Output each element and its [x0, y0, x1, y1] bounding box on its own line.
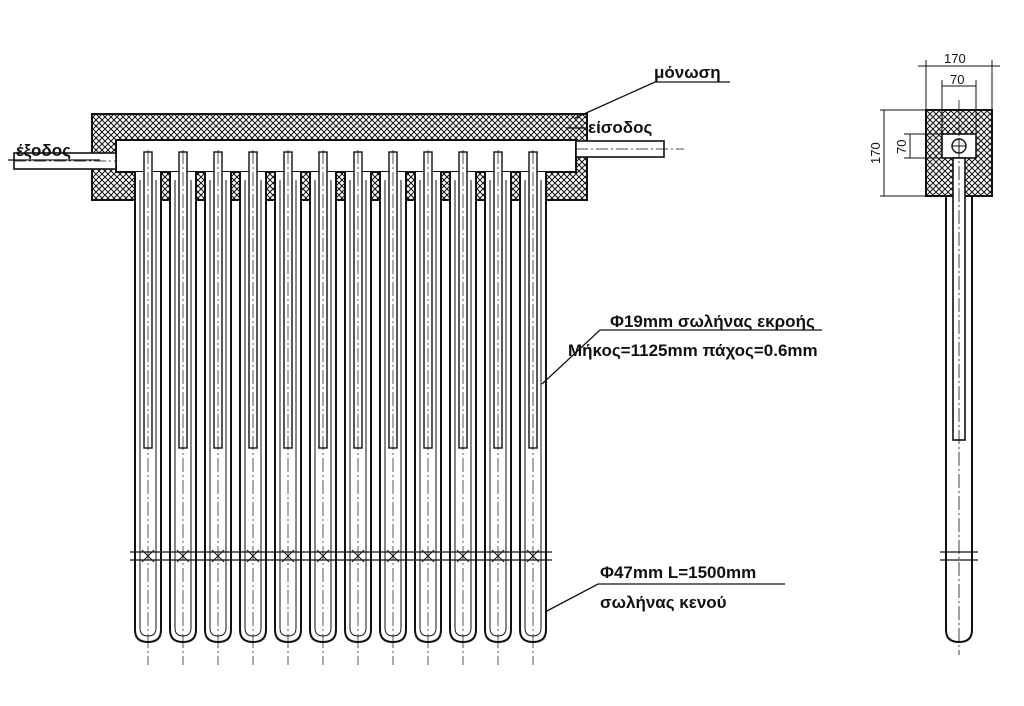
vacuum-leader: [544, 583, 785, 613]
vacuum-tube: [239, 150, 267, 665]
inlet-label: είσοδος: [588, 118, 652, 137]
vacuum-tube: [414, 150, 442, 665]
front-view: μόνωση είσοδος έξοδος Φ19mm σωλήνας εκρο…: [8, 63, 822, 665]
leader-lines: [8, 81, 822, 613]
side-dim-inner-height: 70: [894, 140, 909, 154]
side-dimensions: [880, 60, 1000, 197]
vacuum-tube: [379, 150, 407, 665]
vacuum-tube: [134, 150, 162, 665]
insulation-label: μόνωση: [654, 63, 721, 82]
heatpipe-leader: [541, 329, 822, 385]
side-dim-overall-width: 170: [944, 51, 966, 66]
vacuum-tube: [344, 150, 372, 665]
side-dim-overall-height: 170: [868, 142, 883, 164]
vacuum-tube: [449, 150, 477, 665]
outlet-label: έξοδος: [16, 141, 71, 160]
vacuum-label-line1: Φ47mm L=1500mm: [600, 563, 756, 582]
side-vacuum-tube: [940, 100, 978, 655]
vacuum-tube: [484, 150, 512, 665]
side-dim-inner-width: 70: [950, 72, 964, 87]
side-view: 170 70 170 70: [868, 51, 1000, 655]
heatpipe-label-line1: Φ19mm σωλήνας εκροής: [610, 312, 815, 331]
vacuum-label-line2: σωλήνας κενού: [600, 593, 727, 612]
break-line: [130, 551, 552, 561]
inlet-pipe: [575, 140, 684, 158]
vacuum-tube: [274, 150, 302, 665]
vacuum-tube: [169, 150, 197, 665]
heatpipe-label-line2: Μήκος=1125mm πάχος=0.6mm: [568, 341, 818, 360]
vacuum-tube: [204, 150, 232, 665]
vacuum-tube: [309, 150, 337, 665]
insulation-leader: [574, 81, 730, 119]
vacuum-tube: [519, 150, 547, 665]
vacuum-tubes: [134, 150, 547, 665]
outlet-pipe: [13, 152, 117, 170]
